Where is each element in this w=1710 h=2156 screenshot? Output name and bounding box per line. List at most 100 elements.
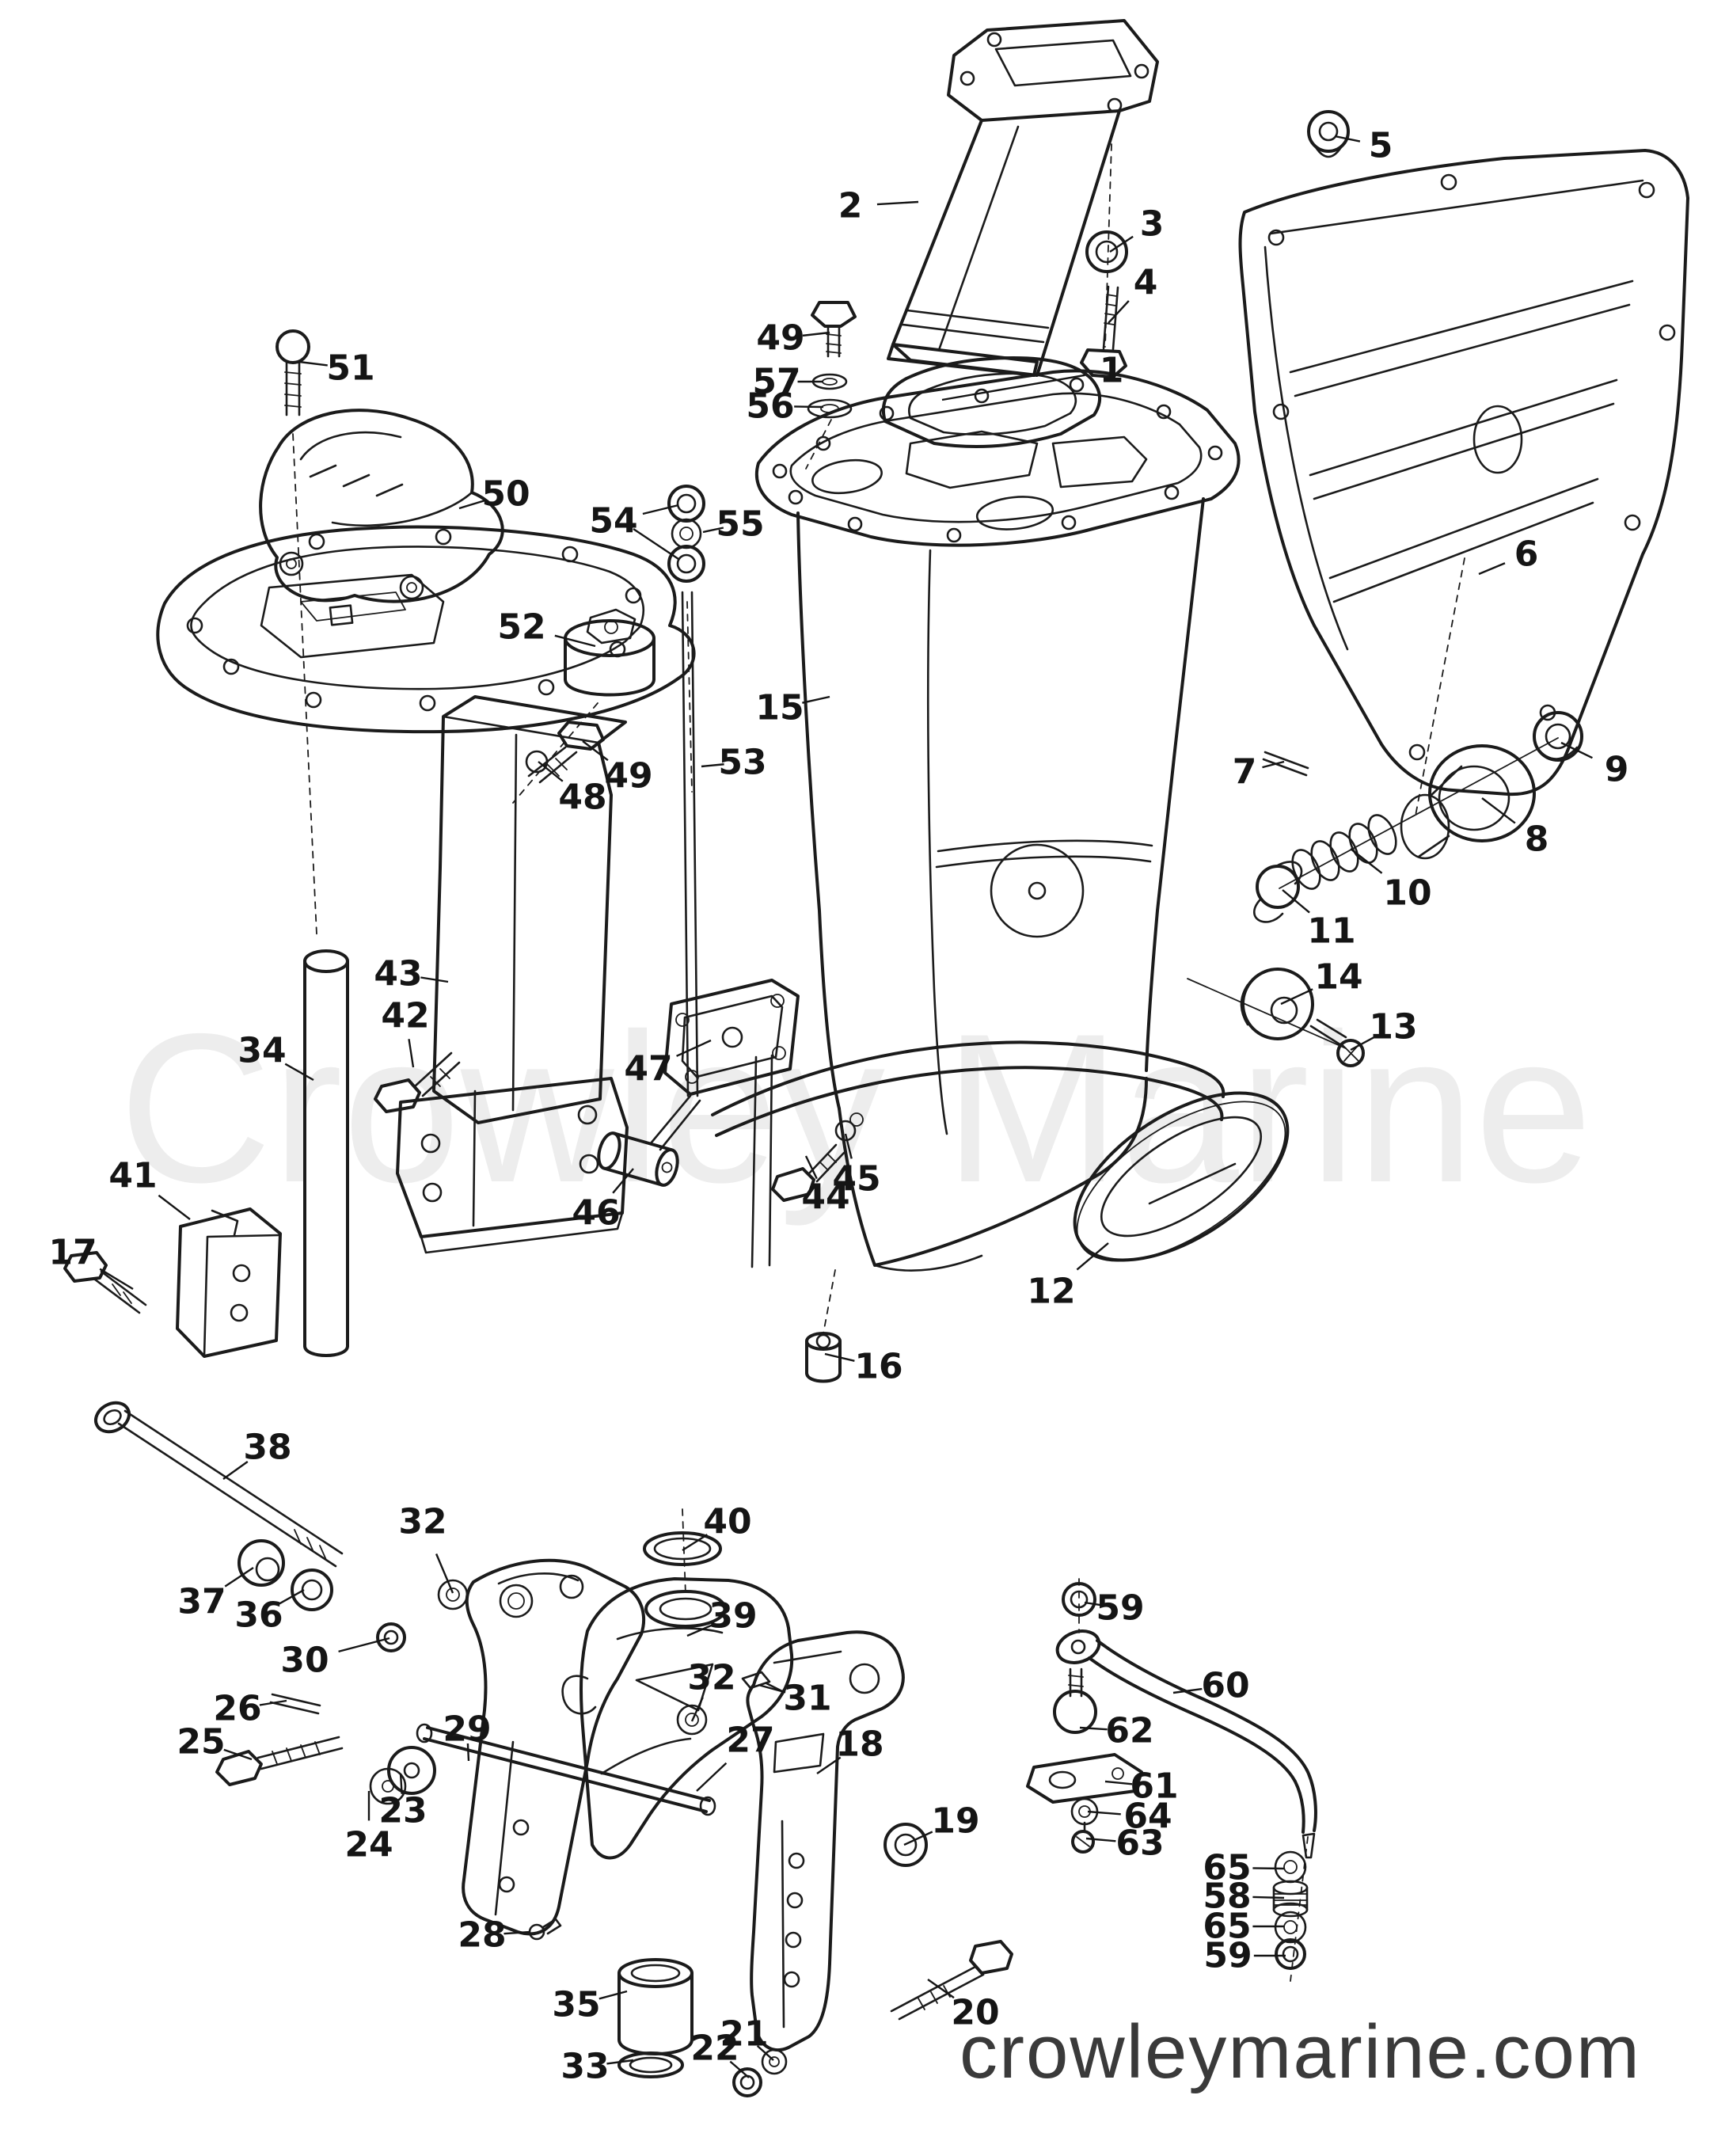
part-washer-32b xyxy=(676,1704,708,1736)
callout-1: 1 xyxy=(1100,351,1124,391)
callout-27: 27 xyxy=(726,1721,774,1761)
leader-line xyxy=(816,1756,842,1774)
callout-17: 17 xyxy=(48,1233,97,1273)
callout-60: 60 xyxy=(1201,1666,1249,1706)
callout-49: 49 xyxy=(604,756,652,797)
leader-line xyxy=(582,740,609,762)
part-bushing-35 xyxy=(618,1958,694,2055)
callout-14: 14 xyxy=(1314,957,1362,998)
callout-10: 10 xyxy=(1383,873,1431,914)
watermark-text: Crowley Marine xyxy=(119,989,1593,1228)
part-nut-36 xyxy=(291,1569,333,1611)
part-washer-23 xyxy=(387,1746,436,1795)
part-tube-gasket xyxy=(881,356,1101,448)
axis-mount-stack xyxy=(1279,737,1559,889)
callout-50: 50 xyxy=(481,474,530,515)
leader-line xyxy=(1252,1867,1285,1870)
leader-line xyxy=(1079,1726,1108,1731)
callout-44: 44 xyxy=(801,1177,849,1218)
part-housing-cover xyxy=(1238,149,1689,797)
part-washer-21 xyxy=(761,2048,788,2075)
leader-line xyxy=(1560,741,1593,759)
part-stern-bracket-18 xyxy=(746,1630,905,2052)
callout-52: 52 xyxy=(497,607,545,648)
callout-45: 45 xyxy=(832,1159,880,1200)
part-bolt-17 xyxy=(63,1251,147,1314)
part-nut-59b xyxy=(1275,1938,1306,1970)
part-screw-51 xyxy=(276,329,310,416)
leader-line xyxy=(802,695,830,704)
leader-line xyxy=(690,1697,704,1722)
leader-line xyxy=(284,1063,314,1082)
part-bolt-44 xyxy=(771,1143,846,1202)
leader-line xyxy=(298,360,328,367)
leader-line xyxy=(633,528,679,560)
leader-line xyxy=(1481,797,1516,824)
callout-21: 21 xyxy=(720,2014,768,2055)
part-seal-ring-12 xyxy=(1073,1091,1290,1262)
callout-57: 57 xyxy=(752,362,800,402)
part-pivot-arm xyxy=(750,1054,773,1268)
leader-line xyxy=(1280,988,1313,1006)
leader-line xyxy=(158,1194,191,1220)
leader-line xyxy=(435,1553,454,1594)
leader-line xyxy=(1282,889,1310,914)
callout-30: 30 xyxy=(280,1641,329,1681)
callout-59: 59 xyxy=(1096,1588,1144,1629)
callout-15: 15 xyxy=(755,688,804,728)
callout-5: 5 xyxy=(1369,126,1393,166)
callout-34: 34 xyxy=(238,1031,286,1071)
leader-line xyxy=(941,374,1085,401)
axis-3-4 xyxy=(1104,143,1112,348)
leader-line xyxy=(1478,562,1506,576)
leader-line xyxy=(642,504,679,515)
part-screw-63 xyxy=(1071,1821,1095,1854)
callout-43: 43 xyxy=(374,954,422,994)
part-clip-11 xyxy=(1253,861,1303,923)
callout-65: 65 xyxy=(1203,1907,1251,1947)
part-tube-34 xyxy=(303,949,349,1357)
callout-32: 32 xyxy=(398,1502,446,1542)
part-swivel-housing-39 xyxy=(561,1577,794,1860)
part-cap-9 xyxy=(1533,711,1583,762)
leader-line xyxy=(903,1831,933,1846)
part-bolt-49a xyxy=(811,301,857,358)
leader-line xyxy=(1334,135,1361,143)
callout-32: 32 xyxy=(687,1658,735,1698)
leader-line xyxy=(99,1268,134,1291)
part-bushing-14 xyxy=(1240,968,1314,1040)
part-clamp-bracket-29 xyxy=(462,1558,646,1936)
callout-37: 37 xyxy=(177,1582,226,1622)
axis-52 xyxy=(512,702,598,804)
callout-11: 11 xyxy=(1307,911,1355,952)
leader-line xyxy=(458,499,485,510)
callout-58: 58 xyxy=(1203,1877,1251,1917)
callout-61: 61 xyxy=(1130,1766,1178,1807)
callout-19: 19 xyxy=(931,1801,979,1842)
callout-59: 59 xyxy=(1203,1936,1252,1976)
leader-line xyxy=(554,634,596,648)
callout-47: 47 xyxy=(624,1049,672,1089)
callout-63: 63 xyxy=(1115,1823,1164,1864)
leader-line xyxy=(1076,1242,1109,1271)
part-washer-55 xyxy=(671,518,702,549)
callout-38: 38 xyxy=(243,1428,291,1468)
part-bolt-20 xyxy=(890,1940,1013,2021)
leader-line xyxy=(876,200,919,206)
part-bolt-25 xyxy=(215,1736,344,1786)
part-bolt-30 xyxy=(376,1622,406,1652)
axis-40 xyxy=(682,1508,686,1595)
part-spring-10 xyxy=(1291,814,1397,890)
callout-41: 41 xyxy=(108,1156,157,1196)
leader-line xyxy=(1109,235,1134,253)
leader-line xyxy=(223,1748,253,1761)
leader-line xyxy=(696,1762,728,1792)
callout-29: 29 xyxy=(443,1709,491,1750)
callout-65: 65 xyxy=(1203,1848,1251,1888)
leader-line xyxy=(466,1743,470,1762)
callout-20: 20 xyxy=(951,1993,999,2033)
axis-13-14 xyxy=(1187,978,1347,1049)
part-nut-22 xyxy=(732,2067,762,2097)
